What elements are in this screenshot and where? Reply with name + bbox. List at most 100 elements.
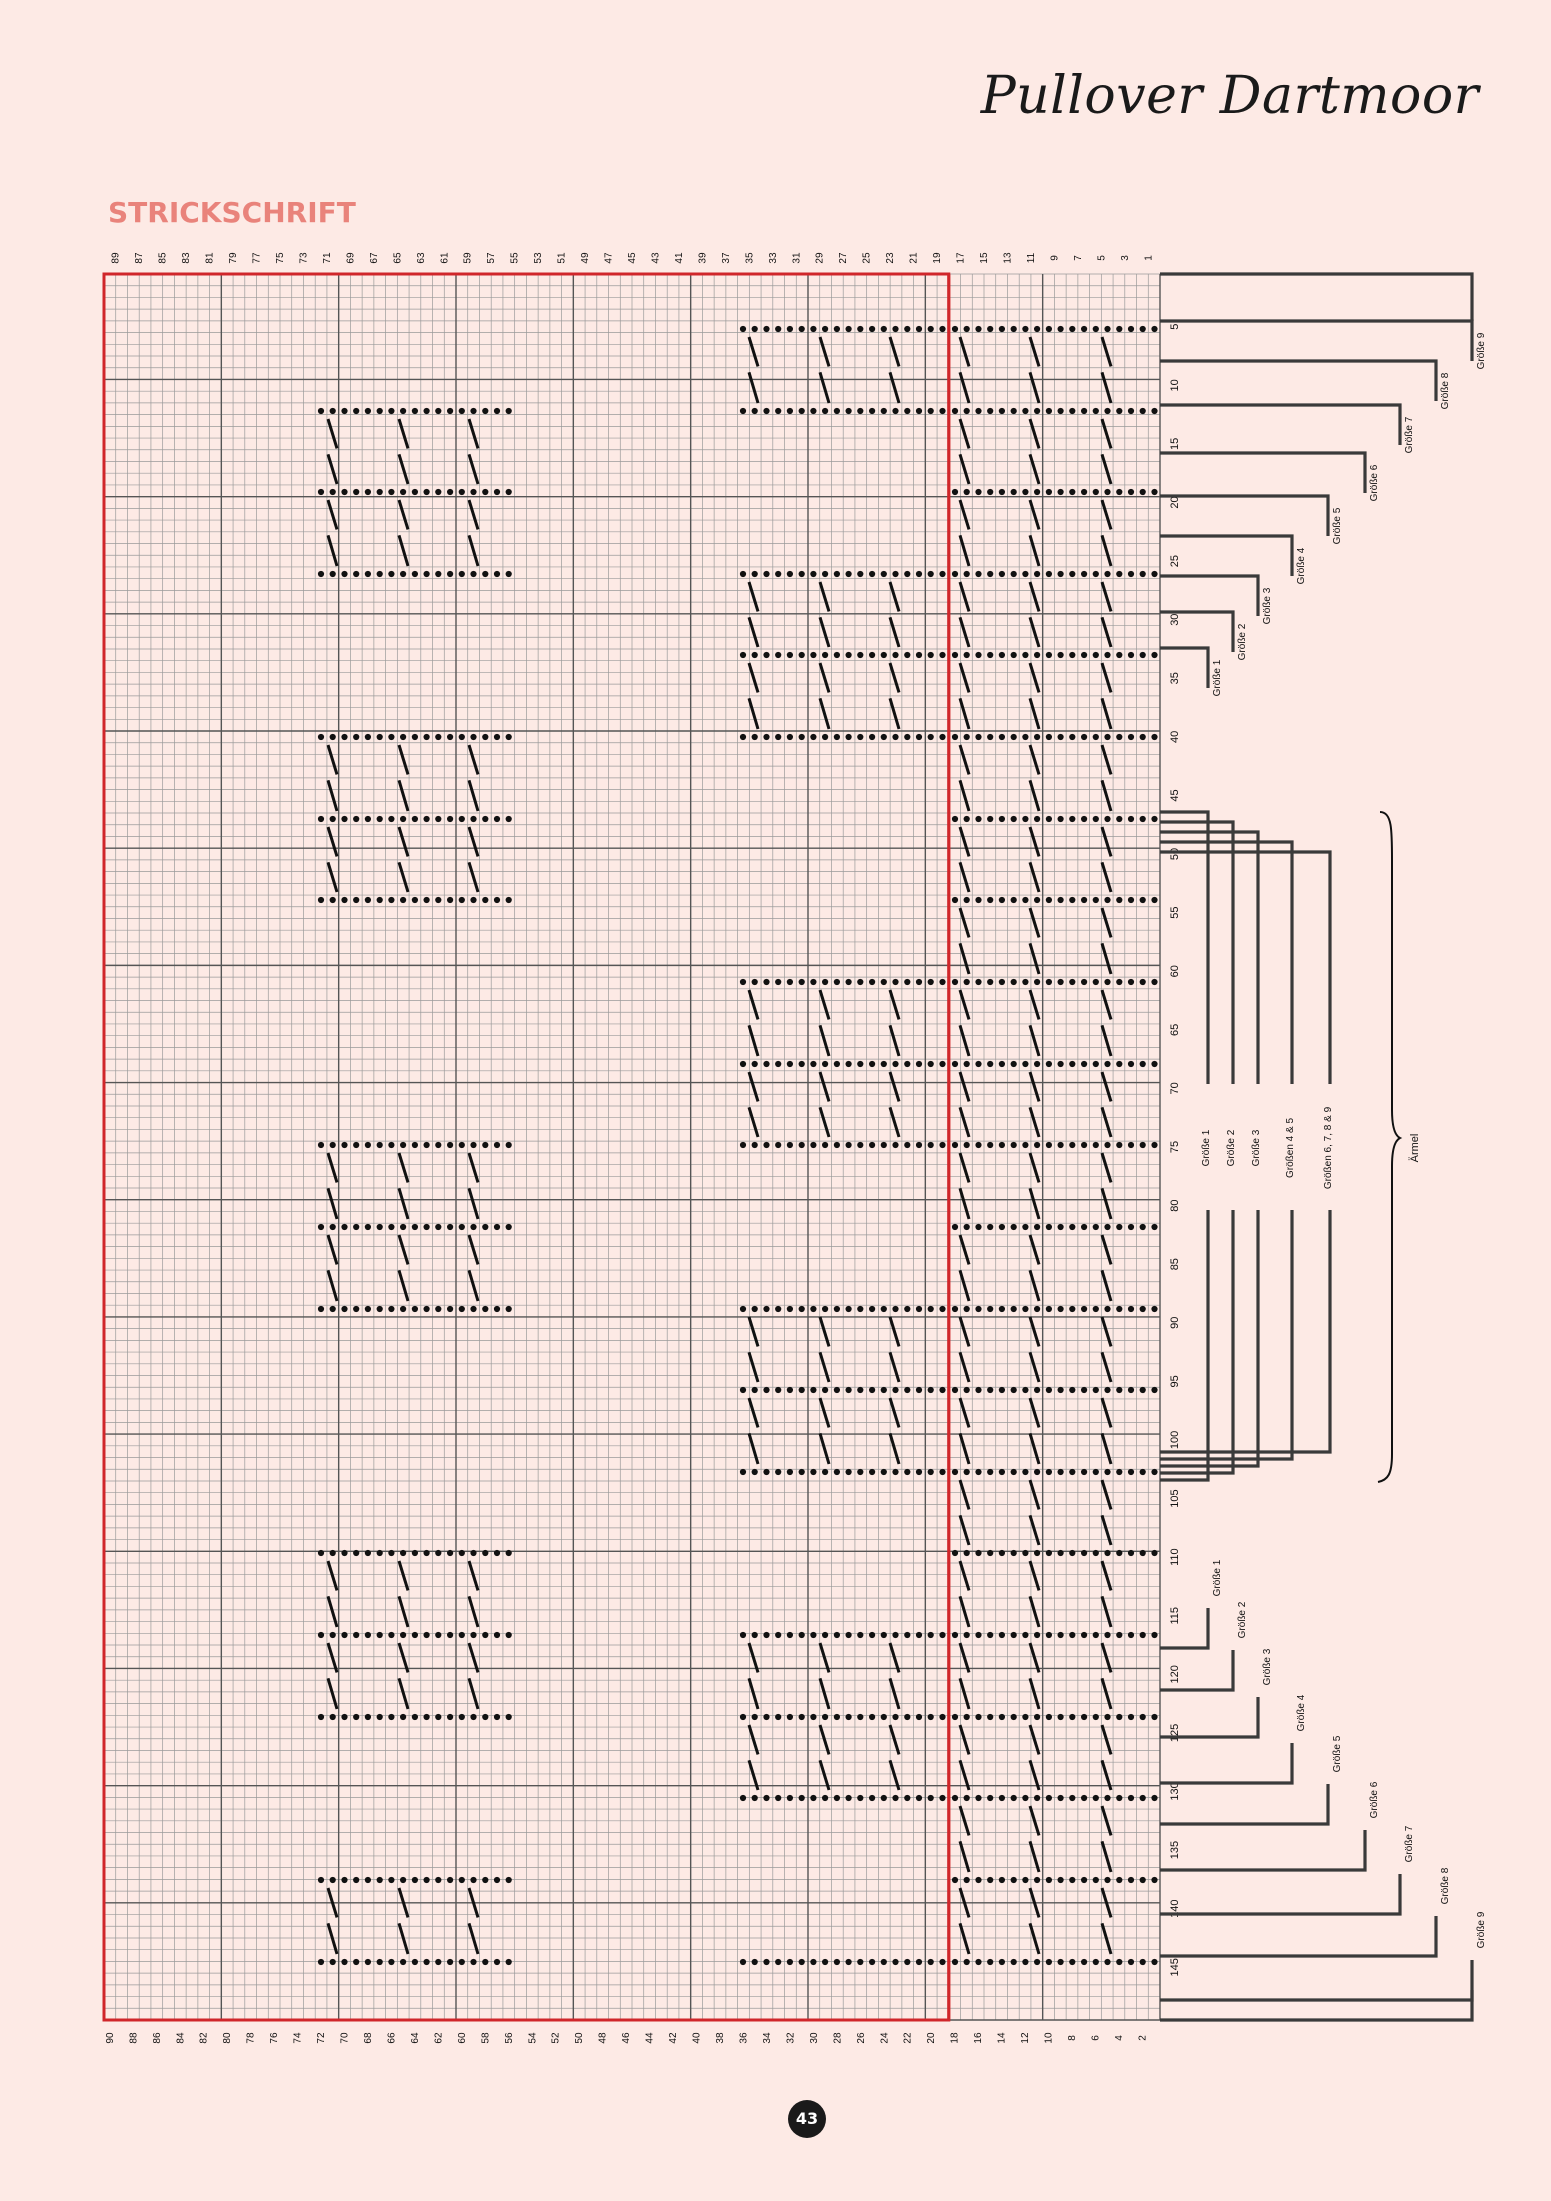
stitch-dot xyxy=(376,1958,383,1966)
stitch-dot xyxy=(1081,1386,1088,1394)
stitch-dot xyxy=(317,1631,325,1639)
stitch-dot xyxy=(400,570,407,578)
cable-stitch xyxy=(1028,779,1041,812)
stitch-dot xyxy=(998,1305,1006,1313)
stitch-dot xyxy=(341,407,348,415)
stitch-dot xyxy=(833,651,841,659)
stitch-dot xyxy=(951,978,959,986)
stitch-dot xyxy=(892,651,899,659)
stitch-dot xyxy=(963,1141,970,1149)
stitch-dot xyxy=(857,1794,864,1802)
column-number-top: 13 xyxy=(1002,252,1013,264)
stitch-dot xyxy=(915,1631,923,1639)
stitch-dot xyxy=(987,733,994,741)
cable-stitch xyxy=(818,1351,831,1383)
stitch-dot xyxy=(1022,1713,1029,1721)
stitch-dot xyxy=(1045,570,1052,578)
size-label: Größe 2 xyxy=(1226,1129,1237,1166)
cable-stitch xyxy=(958,616,971,648)
cable-stitch xyxy=(467,1152,480,1183)
stitch-dot xyxy=(341,1549,348,1557)
stitch-dot xyxy=(1081,1223,1088,1231)
row-number: 125 xyxy=(1169,1724,1181,1742)
stitch-dot xyxy=(951,1468,959,1476)
stitch-dot xyxy=(493,1876,501,1884)
stitch-dot xyxy=(915,1305,923,1313)
stitch-dot xyxy=(798,1631,805,1639)
cable-stitch xyxy=(1100,1479,1113,1510)
column-number-top: 39 xyxy=(697,252,708,264)
stitch-dot xyxy=(1127,1713,1135,1721)
bracket-line xyxy=(1160,1210,1332,1454)
cable-stitch xyxy=(467,418,480,449)
stitch-dot xyxy=(423,1713,430,1721)
stitch-dot xyxy=(1057,1958,1064,1966)
stitch-dot xyxy=(1116,1549,1123,1557)
stitch-dot xyxy=(927,1305,934,1313)
stitch-dot xyxy=(963,733,970,741)
cable-stitch xyxy=(888,1351,901,1383)
stitch-dot xyxy=(927,1468,934,1476)
stitch-dot xyxy=(388,1549,395,1557)
stitch-dot xyxy=(317,1549,325,1557)
stitch-dot xyxy=(775,1141,782,1149)
bracket-line xyxy=(1160,272,1474,321)
column-number-top: 47 xyxy=(604,252,615,264)
cable-stitch xyxy=(747,616,760,648)
column-number-bottom: 78 xyxy=(246,2032,257,2044)
row-number: 115 xyxy=(1169,1607,1181,1625)
stitch-dot xyxy=(775,978,782,986)
stitch-dot xyxy=(353,407,360,415)
stitch-dot xyxy=(927,1141,934,1149)
stitch-dot xyxy=(927,1631,934,1639)
stitch-dot xyxy=(1151,1468,1158,1476)
stitch-dot xyxy=(411,1223,418,1231)
stitch-dot xyxy=(869,570,876,578)
stitch-dot xyxy=(1034,1631,1041,1639)
stitch-dot xyxy=(1034,896,1041,904)
stitch-dot xyxy=(1092,733,1099,741)
stitch-dot xyxy=(435,1958,442,1966)
sleeve-label: Ärmel xyxy=(1409,1134,1421,1163)
stitch-dot xyxy=(786,651,794,659)
row-number: 95 xyxy=(1169,1375,1181,1387)
cable-stitch xyxy=(1028,1397,1041,1428)
cable-stitch xyxy=(888,1024,901,1057)
stitch-dot xyxy=(505,1223,512,1231)
cable-stitch xyxy=(326,418,339,449)
stitch-dot xyxy=(845,1958,852,1966)
stitch-dot xyxy=(388,1713,395,1721)
stitch-dot xyxy=(904,978,911,986)
cable-stitch xyxy=(958,1187,971,1220)
stitch-dot xyxy=(751,1060,758,1068)
column-number-top: 69 xyxy=(345,252,356,264)
column-number-bottom: 22 xyxy=(903,2032,914,2044)
stitch-dot xyxy=(1092,1305,1099,1313)
stitch-dot xyxy=(1010,407,1017,415)
stitch-dot xyxy=(915,1060,923,1068)
stitch-dot xyxy=(423,1876,430,1884)
stitch-dot xyxy=(1022,896,1029,904)
stitch-dot xyxy=(1034,407,1041,415)
stitch-dot xyxy=(1151,1305,1158,1313)
cable-stitch xyxy=(326,1595,339,1628)
cable-stitch xyxy=(958,989,971,1020)
stitch-dot xyxy=(798,1141,805,1149)
stitch-dot xyxy=(341,815,348,823)
column-number-bottom: 4 xyxy=(1114,2035,1125,2041)
column-number-bottom: 2 xyxy=(1137,2035,1148,2041)
stitch-dot xyxy=(470,1305,477,1313)
stitch-dot xyxy=(435,407,442,415)
stitch-dot xyxy=(388,733,395,741)
row-number: 25 xyxy=(1169,555,1181,567)
stitch-dot xyxy=(1127,815,1135,823)
cable-stitch xyxy=(397,1269,410,1302)
cable-stitch xyxy=(818,697,831,730)
stitch-dot xyxy=(493,1305,501,1313)
stitch-dot xyxy=(998,978,1006,986)
stitch-dot xyxy=(1104,1141,1111,1149)
stitch-dot xyxy=(1127,1060,1135,1068)
bracket-line xyxy=(1160,1210,1294,1461)
stitch-dot xyxy=(505,733,512,741)
